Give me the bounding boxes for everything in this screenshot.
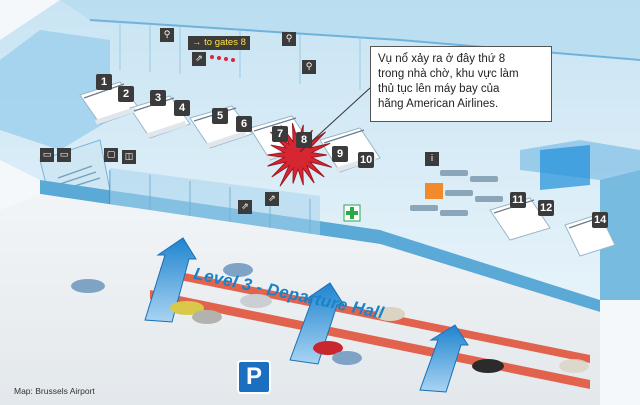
checkin-counter-1: 1 (96, 74, 112, 90)
checkin-counter-7: 7 (272, 126, 288, 142)
explosion-icon (267, 122, 333, 187)
gates-direction-sign: → to gates 8 (188, 36, 250, 50)
taxi-icon: ▢ (104, 148, 118, 162)
checkin-counter-9: 9 (332, 146, 348, 162)
back-wall (60, 0, 640, 60)
bus-icon: ▭ (40, 148, 54, 162)
cars (71, 263, 589, 373)
checkin-counter-14: 14 (592, 212, 609, 228)
checkin-counter-12: 12 (538, 200, 555, 216)
restroom-icon: ⚲ (160, 28, 174, 42)
baggage-icon: ◫ (122, 150, 136, 164)
info-icon: i (425, 152, 439, 166)
checkin-counter-5: 5 (212, 108, 228, 124)
bus-icon: ▭ (57, 148, 71, 162)
checkin-counter-11: 11 (510, 192, 526, 208)
checkin-counter-6: 6 (236, 116, 252, 132)
explosion-callout: Vụ nổ xảy ra ở đây thứ 8 trong nhà chờ, … (370, 46, 552, 122)
road-arrows (144, 237, 469, 393)
checkin-counter-10: 10 (358, 152, 375, 168)
pharmacy-cross-icon (343, 204, 361, 222)
left-block (0, 30, 110, 150)
callout-line: thủ tục lên máy bay của (378, 83, 500, 95)
checkin-counter-2: 2 (118, 86, 134, 102)
arrow-right-icon: → (192, 37, 202, 48)
restroom-icon: ⚲ (302, 60, 316, 74)
parking-icon: P (237, 360, 271, 394)
callout-line: hãng American Airlines. (378, 98, 499, 110)
callout-line: Vụ nổ xảy ra ở đây thứ 8 (378, 53, 506, 65)
escalator-icon: ⇗ (192, 52, 206, 66)
checkin-counter-4: 4 (174, 100, 190, 116)
escalator-icon: ⇗ (265, 192, 279, 206)
checkin-counter-8: 8 (296, 132, 312, 148)
restroom-icon: ⚲ (282, 32, 296, 46)
gates-sign-label: to gates 8 (204, 37, 246, 48)
escalator-icon: ⇗ (238, 200, 252, 214)
checkin-counter-3: 3 (150, 90, 166, 106)
map-credit: Map: Brussels Airport (14, 386, 95, 396)
callout-line: trong nhà chờ, khu vực làm (378, 68, 519, 80)
